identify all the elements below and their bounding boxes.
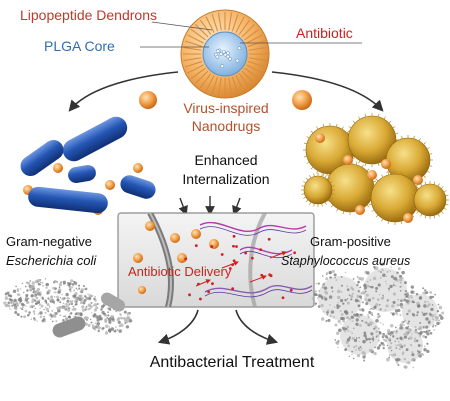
nanoparticle xyxy=(138,286,146,294)
saureus-label: Staphylococcus aureus xyxy=(281,254,410,268)
enhanced-label-line2: Internalization xyxy=(182,171,269,187)
nanodrug-particle xyxy=(180,9,270,99)
plga-label: PLGA Core xyxy=(44,38,115,54)
lipopeptide-dendron-layer xyxy=(183,12,267,96)
arrow-to-gram-negative xyxy=(68,71,179,112)
nanoparticle xyxy=(355,205,365,215)
nanoparticle xyxy=(133,253,143,263)
rod-bacterium xyxy=(28,186,108,214)
nanoparticle xyxy=(145,221,155,231)
lysed-rod xyxy=(100,292,126,312)
nanoparticle xyxy=(133,163,143,173)
released-antibiotic xyxy=(184,234,297,301)
nanoparticle xyxy=(413,175,423,185)
nanoparticle xyxy=(139,91,157,109)
nanoparticle xyxy=(403,213,413,223)
arrow-treatment-left xyxy=(157,309,199,345)
nanoparticle xyxy=(209,239,219,249)
gram-positive-label: Gram-positive xyxy=(310,234,391,249)
antibiotic-delivery-label: Antibiotic Delivery xyxy=(128,264,232,279)
nanodrug-label-line1: Virus-inspired xyxy=(183,100,268,116)
lysed-ecoli-debris xyxy=(3,278,133,338)
saureus-bacteria xyxy=(301,113,449,225)
internalized-nanoparticles xyxy=(133,221,219,294)
ecoli-bacteria xyxy=(20,116,156,214)
rod-bacterium xyxy=(68,164,96,184)
lipopeptide-label: Lipopeptide Dendrons xyxy=(20,7,157,23)
nanoparticle xyxy=(367,170,377,180)
coccus-bacterium xyxy=(303,175,333,205)
enhanced-label-line1: Enhanced xyxy=(194,152,257,168)
rod-bacterium xyxy=(62,116,128,162)
antibacterial-treatment-label: Antibacterial Treatment xyxy=(150,354,315,371)
rod-bacterium xyxy=(20,139,64,177)
nanoparticle xyxy=(315,133,325,143)
nanodrug-label-line2: Nanodrugs xyxy=(192,118,261,134)
nanoparticle xyxy=(53,163,63,173)
lysed-rod xyxy=(52,316,86,338)
rod-bacterium xyxy=(120,175,156,199)
arrow-internalize-left xyxy=(178,197,188,216)
antibiotic-dots xyxy=(214,46,242,69)
arrow-to-gram-positive xyxy=(271,71,384,112)
nanoparticle xyxy=(170,233,180,243)
nanoparticle xyxy=(292,90,312,110)
lipopeptide-leader xyxy=(151,21,213,31)
gram-negative-label: Gram-negative xyxy=(6,234,92,249)
coccus-bacterium xyxy=(325,163,375,213)
arrow-internalize-right xyxy=(232,197,242,216)
coccus-bacterium xyxy=(413,183,447,217)
nanoparticle xyxy=(105,180,115,190)
nanoparticle xyxy=(343,155,353,165)
arrow-treatment-right xyxy=(235,309,279,345)
antibiotic-label: Antibiotic xyxy=(296,25,353,41)
lysed-saureus-debris xyxy=(311,262,445,369)
nanoparticle xyxy=(191,229,201,239)
nanoparticle xyxy=(177,253,187,263)
antibiotic-delivery-panel xyxy=(117,212,315,308)
nanoparticle xyxy=(381,159,391,169)
ecoli-label: Escherichia coli xyxy=(6,253,97,268)
